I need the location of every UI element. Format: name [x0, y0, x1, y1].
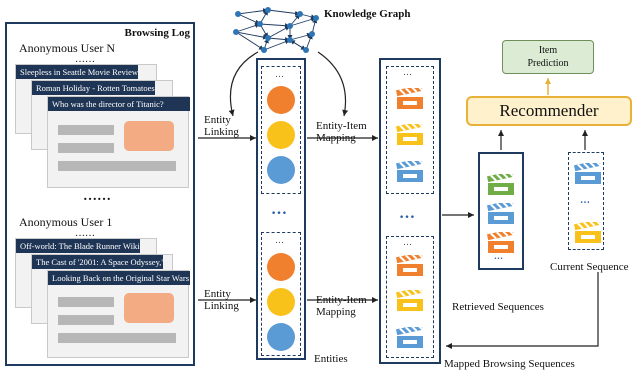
movie-clapperboard-icon [395, 251, 424, 277]
current-ellipsis: … [580, 195, 590, 206]
movie-clapperboard-icon [395, 157, 424, 183]
entity-linking-label-top: Entity Linking [204, 114, 239, 138]
text-line [58, 161, 176, 171]
anonymous-user-1-label: Anonymous User 1 [19, 215, 113, 229]
movie-clapperboard-icon [573, 218, 602, 244]
graph-node-icon [233, 29, 239, 35]
page-title: Who was the director of Titanic? [48, 97, 190, 111]
user-1-more-dots: …… [75, 228, 95, 239]
browsing-log-panel: Browsing Log Anonymous User N …… Sleeple… [5, 22, 195, 366]
more-users-dots: …… [83, 189, 111, 204]
mapped-browsing-sequences-label: Mapped Browsing Sequences [444, 358, 575, 370]
browsed-page-card: Who was the director of Titanic? [47, 96, 190, 188]
entity-item-mapping-label-bottom: Entity-Item Mapping [316, 294, 367, 318]
text-line [58, 315, 114, 325]
movie-clapperboard-icon [486, 170, 515, 196]
page-title: Off-world: The Blade Runner Wiki [16, 239, 140, 253]
movie-clapperboard-icon [573, 159, 602, 185]
user-n-more-dots: …… [75, 54, 95, 65]
graph-edge [267, 9, 301, 16]
page-title: Roman Holiday - Rotten Tomatoes [32, 81, 155, 95]
graph-edge [263, 39, 291, 51]
graph-edge [267, 25, 291, 39]
entity-item-mapping-label-top: Entity-Item Mapping [316, 120, 367, 144]
graph-edge [235, 31, 269, 40]
page-thumbnail [124, 121, 174, 151]
entity-circle-orange [267, 86, 295, 114]
mapped-group-top-ellipsis: … [403, 67, 412, 77]
graph-node-icon [265, 35, 271, 41]
current-sequence-label: Current Sequence [550, 261, 629, 273]
page-title: The Cast of '2001: A Space Odyssey,' [32, 255, 163, 269]
text-line [58, 333, 176, 343]
graph-edge [289, 32, 313, 41]
movie-clapperboard-icon [395, 323, 424, 349]
graph-node-icon [303, 47, 309, 53]
graph-edge [289, 39, 307, 51]
entity-group-top-ellipsis: … [275, 69, 284, 79]
browsing-log-title: Browsing Log [124, 27, 190, 39]
mapped-sequences-arrow [446, 272, 599, 349]
graph-edge [235, 23, 261, 33]
graph-node-icon [313, 15, 319, 21]
movie-clapperboard-icon [486, 228, 515, 254]
entity-group-top [261, 66, 301, 194]
entity-circle-yellow [267, 288, 295, 316]
kg-arrow-right [317, 51, 349, 117]
mapped-middle-ellipsis: … [399, 205, 415, 222]
graph-node-icon [309, 31, 315, 37]
knowledge-graph-network [233, 7, 319, 53]
current-sequence-box [568, 152, 604, 250]
graph-edge [289, 17, 317, 27]
graph-edge [267, 37, 291, 43]
mapped-items-column [379, 58, 441, 364]
text-line [58, 297, 114, 307]
mapped-item-group-bottom [386, 236, 434, 358]
text-line [58, 143, 114, 153]
retrieved-sequences-box [478, 152, 524, 270]
entities-label: Entities [314, 353, 348, 365]
item-prediction-box: Item Prediction [502, 40, 594, 74]
graph-edge [237, 8, 269, 15]
entity-group-bottom-ellipsis: … [275, 235, 284, 245]
knowledge-graph-title: Knowledge Graph [324, 8, 411, 20]
mapped-group-bottom-ellipsis: … [403, 237, 412, 247]
graph-node-icon [235, 11, 241, 17]
entity-group-bottom [261, 232, 301, 356]
entity-circle-blue [267, 323, 295, 351]
retrieved-sequences-label: Retrieved Sequences [452, 301, 544, 313]
movie-clapperboard-icon [395, 286, 424, 312]
browsed-page-card: Looking Back on the Original Star Wars [47, 270, 190, 358]
text-line [58, 125, 114, 135]
graph-edge [235, 31, 265, 51]
entity-circle-orange [267, 253, 295, 281]
graph-node-icon [261, 47, 267, 53]
page-thumbnail [124, 293, 174, 323]
entity-circle-blue [267, 156, 295, 184]
entities-column [256, 58, 306, 360]
retrieved-ellipsis: … [494, 251, 503, 261]
entity-linking-label-bottom: Entity Linking [204, 288, 239, 312]
mapped-item-group-top [386, 66, 434, 194]
graph-node-icon [257, 21, 263, 27]
entities-middle-ellipsis: … [271, 201, 287, 218]
graph-edge [237, 13, 261, 25]
anonymous-user-n-label: Anonymous User N [19, 41, 115, 55]
graph-edge [259, 23, 291, 29]
graph-node-icon [265, 7, 271, 13]
page-title: Sleepless in Seattle Movie Review [16, 65, 139, 79]
recommender-box: Recommender [466, 96, 632, 126]
kg-arrow-left [228, 51, 259, 117]
graph-node-icon [287, 23, 293, 29]
graph-node-icon [287, 37, 293, 43]
movie-clapperboard-icon [395, 84, 424, 110]
movie-clapperboard-icon [395, 120, 424, 146]
page-title: Looking Back on the Original Star Wars [48, 271, 190, 285]
graph-node-icon [297, 11, 303, 17]
entity-circle-yellow [267, 121, 295, 149]
movie-clapperboard-icon [486, 199, 515, 225]
